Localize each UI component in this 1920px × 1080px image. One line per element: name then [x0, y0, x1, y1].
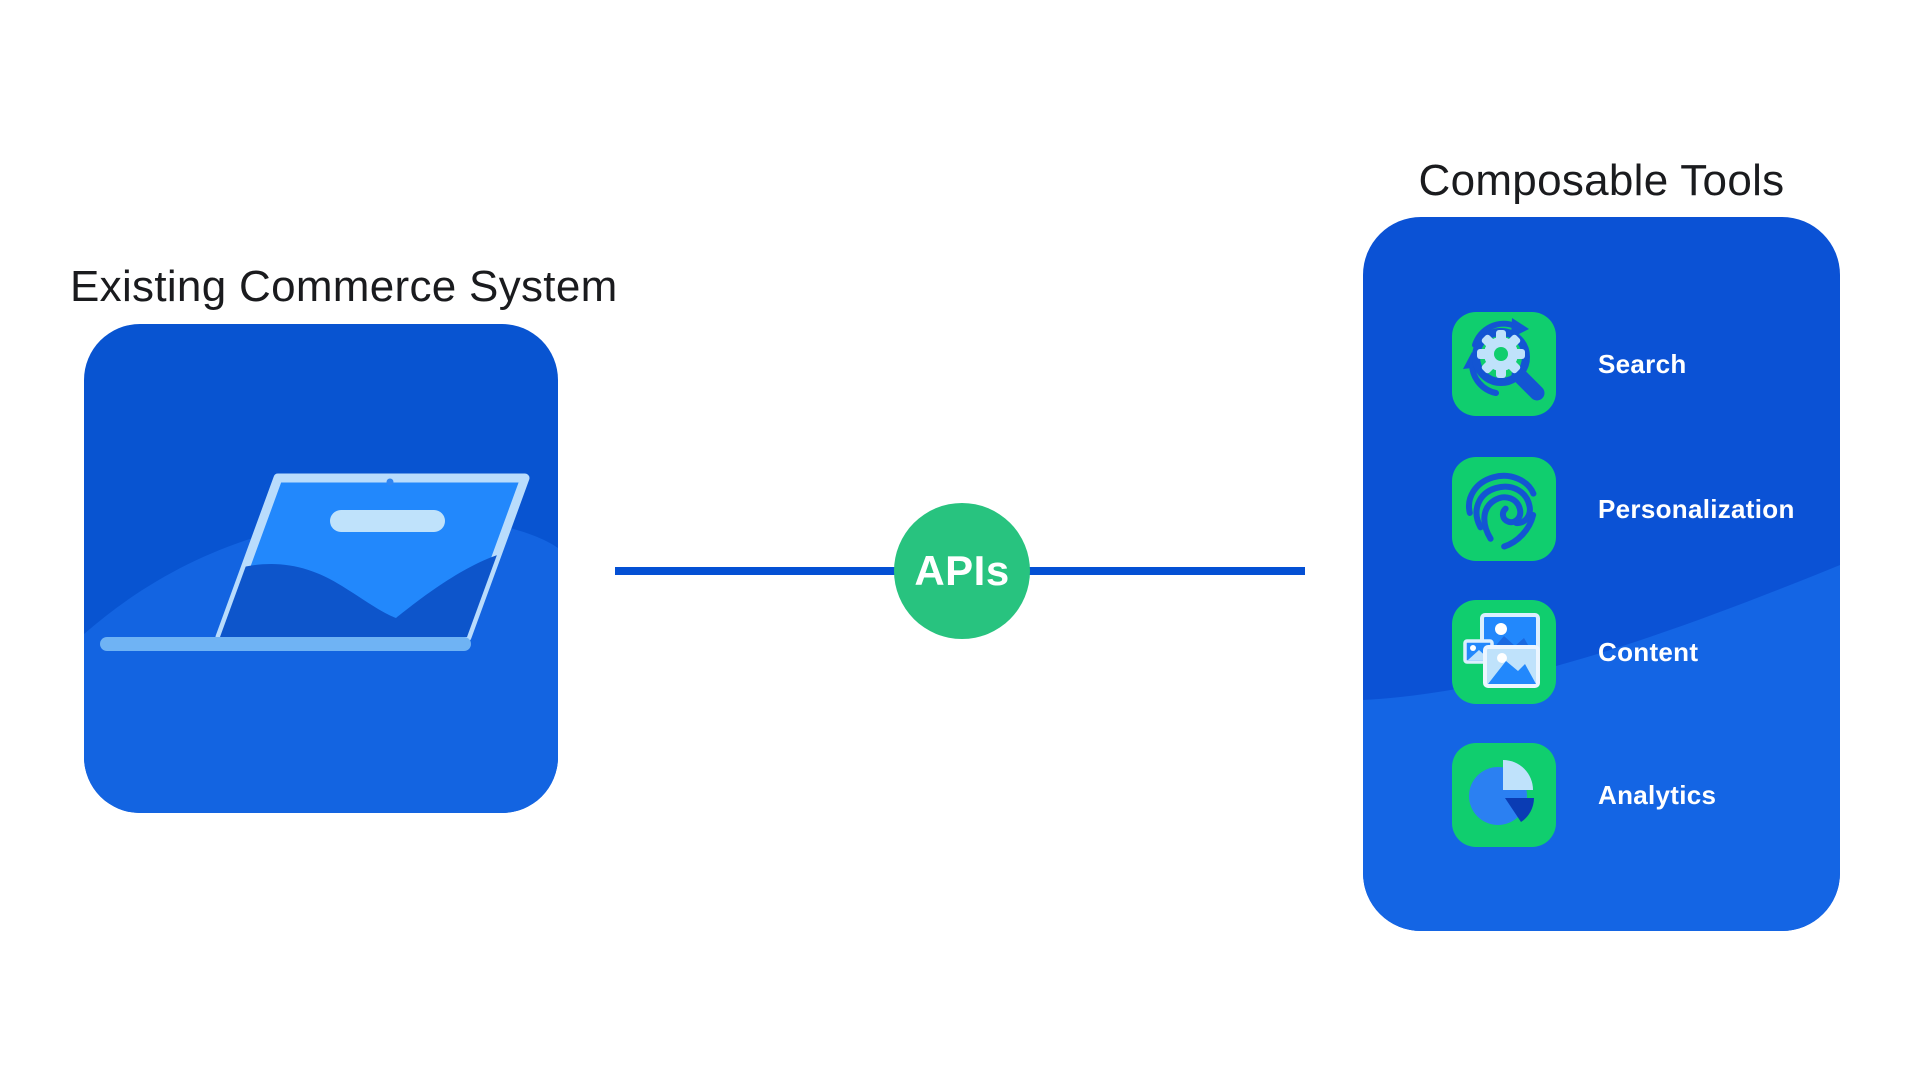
apis-badge-label: APIs [914, 547, 1010, 594]
images-stack-icon [1463, 613, 1540, 688]
tool-row-personalization: Personalization [1452, 457, 1795, 561]
laptop-base [100, 637, 471, 651]
tool-row-content: Content [1452, 600, 1698, 704]
tool-label-personalization: Personalization [1598, 493, 1795, 524]
analytics-icon-tile [1452, 743, 1556, 847]
tool-row-search: Search [1452, 312, 1687, 416]
existing-commerce-box [84, 324, 558, 813]
composable-tools-title: Composable Tools [1418, 156, 1785, 205]
search-gear-magnifier-icon [1463, 318, 1545, 401]
tool-label-search: Search [1598, 348, 1687, 379]
screen-searchbar [330, 510, 445, 532]
personalization-icon-tile [1452, 457, 1556, 561]
fingerprint-icon [1466, 472, 1537, 550]
left-system-title: Existing Commerce System [70, 262, 618, 311]
search-icon-tile [1452, 312, 1556, 416]
tool-row-analytics: Analytics [1452, 743, 1716, 847]
composable-tools-panel: Search Personalization [1363, 217, 1840, 931]
apis-badge: APIs [894, 503, 1030, 639]
tool-label-content: Content [1598, 636, 1699, 667]
pie-chart-icon [1469, 760, 1534, 825]
screen-wave [220, 552, 508, 637]
tool-label-analytics: Analytics [1598, 779, 1717, 810]
laptop-illustration-icon [84, 473, 558, 813]
content-icon-tile [1452, 600, 1556, 704]
webcam-dot [386, 478, 394, 486]
